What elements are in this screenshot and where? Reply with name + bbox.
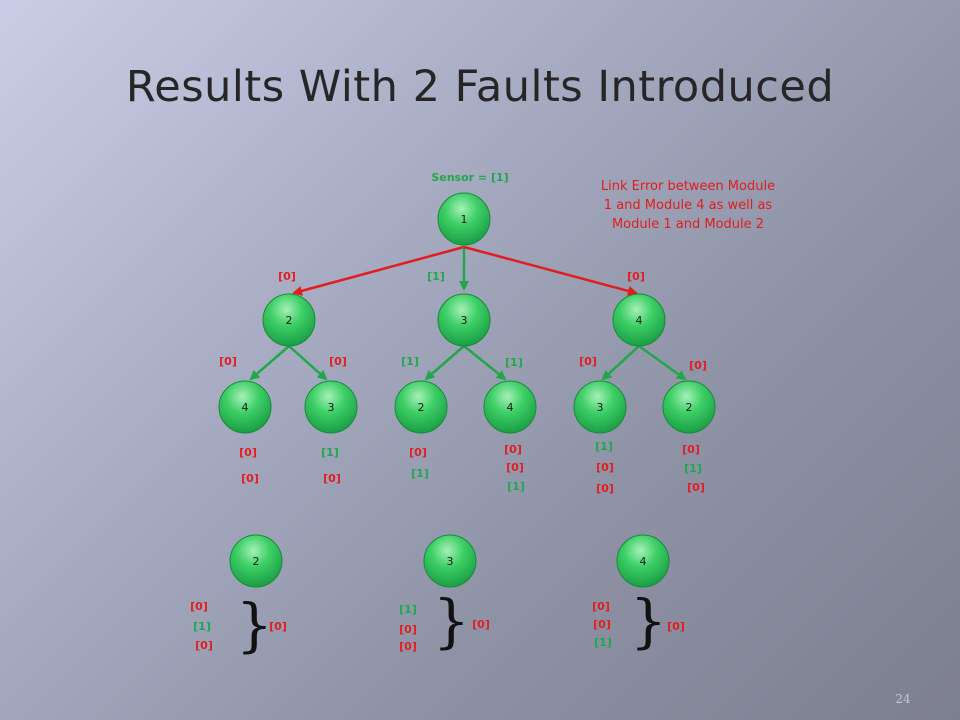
leaf-4-value-1: [0] <box>504 443 522 456</box>
node-level2-5 <box>573 380 627 434</box>
leaf-6-value-2: [1] <box>684 462 702 475</box>
sensor-label: Sensor = [1] <box>431 171 508 184</box>
node-level1-b <box>437 293 491 347</box>
page-number: 24 <box>895 692 911 706</box>
node-bottom-b-label: 3 <box>447 555 454 568</box>
node-bottom-a-label: 2 <box>253 555 260 568</box>
edge-3-to-2 <box>424 345 465 381</box>
edge-label-1-3: [1] <box>427 270 445 283</box>
edge-label-1-2: [0] <box>278 270 296 283</box>
edge-label-2-3: [0] <box>329 355 347 368</box>
node-root <box>437 192 491 246</box>
leaf-5-value-2: [0] <box>596 461 614 474</box>
node-level2-1-label: 4 <box>242 401 249 414</box>
result-a-value-2: [1] <box>193 620 211 633</box>
edge-3-to-4 <box>463 345 507 381</box>
note-line-1: Link Error between Module <box>601 179 775 194</box>
node-root-label: 1 <box>461 213 468 226</box>
node-bottom-a <box>229 534 283 588</box>
leaf-4-value-2: [0] <box>506 461 524 474</box>
leaf-5-value-3: [0] <box>596 482 614 495</box>
edge-label-2-4: [0] <box>219 355 237 368</box>
node-level1-c <box>612 293 666 347</box>
result-b-value-2: [0] <box>399 623 417 636</box>
node-level2-5-label: 3 <box>597 401 604 414</box>
leaf-1-value-2: [0] <box>241 472 259 485</box>
node-level2-2 <box>304 380 358 434</box>
leaf-5-value-1: [1] <box>595 440 613 453</box>
leaf-4-value-3: [1] <box>507 480 525 493</box>
leaf-3-value-1: [0] <box>409 446 427 459</box>
edge-label-3-4: [1] <box>505 356 523 369</box>
edge-4-to-2 <box>638 344 687 381</box>
edge-2-to-3 <box>288 345 328 381</box>
node-level2-3-label: 2 <box>418 401 425 414</box>
node-level2-6-label: 2 <box>686 401 693 414</box>
leaf-3-value-2: [1] <box>411 467 429 480</box>
result-b-value-3: [0] <box>399 640 417 653</box>
result-c-brace: } <box>630 587 667 655</box>
edge-label-4-3: [0] <box>579 355 597 368</box>
node-bottom-c-label: 4 <box>640 555 647 568</box>
edge-label-3-2: [1] <box>401 355 419 368</box>
note-line-3: Module 1 and Module 2 <box>612 217 764 232</box>
edge-label-4-2: [0] <box>689 359 707 372</box>
node-level2-4 <box>483 380 537 434</box>
edge-4-to-3 <box>601 345 640 381</box>
node-level1-b-label: 3 <box>461 314 468 327</box>
node-level2-3 <box>394 380 448 434</box>
note-line-2: 1 and Module 4 as well as <box>604 198 773 213</box>
node-level2-1 <box>218 380 272 434</box>
result-b-output: [0] <box>472 618 490 631</box>
leaf-1-value-1: [0] <box>239 446 257 459</box>
result-a-value-3: [0] <box>195 639 213 652</box>
node-level2-2-label: 3 <box>328 401 335 414</box>
edge-2-to-4 <box>249 345 290 381</box>
result-a-value-1: [0] <box>190 600 208 613</box>
edge-label-1-4: [0] <box>627 270 645 283</box>
result-a-output: [0] <box>269 620 287 633</box>
leaf-6-value-3: [0] <box>687 481 705 494</box>
node-level2-6 <box>662 380 716 434</box>
node-level1-c-label: 4 <box>636 314 643 327</box>
node-bottom-c <box>616 534 670 588</box>
leaf-6-value-1: [0] <box>682 443 700 456</box>
node-level2-4-label: 4 <box>507 401 514 414</box>
result-c-value-1: [0] <box>592 600 610 613</box>
slide-title: Results With 2 Faults Introduced <box>125 62 835 112</box>
node-level1-a-label: 2 <box>286 314 293 327</box>
edge-1-to-2 <box>292 245 465 296</box>
result-c-value-2: [0] <box>593 618 611 631</box>
result-c-output: [0] <box>667 620 685 633</box>
leaf-2-value-2: [0] <box>323 472 341 485</box>
result-a-brace: } <box>236 591 273 659</box>
result-b-brace: } <box>433 587 470 655</box>
result-c-value-3: [1] <box>594 636 612 649</box>
result-b-value-1: [1] <box>399 603 417 616</box>
node-level1-a <box>262 293 316 347</box>
node-bottom-b <box>423 534 477 588</box>
edge-1-to-4 <box>463 245 638 296</box>
leaf-2-value-1: [1] <box>321 446 339 459</box>
